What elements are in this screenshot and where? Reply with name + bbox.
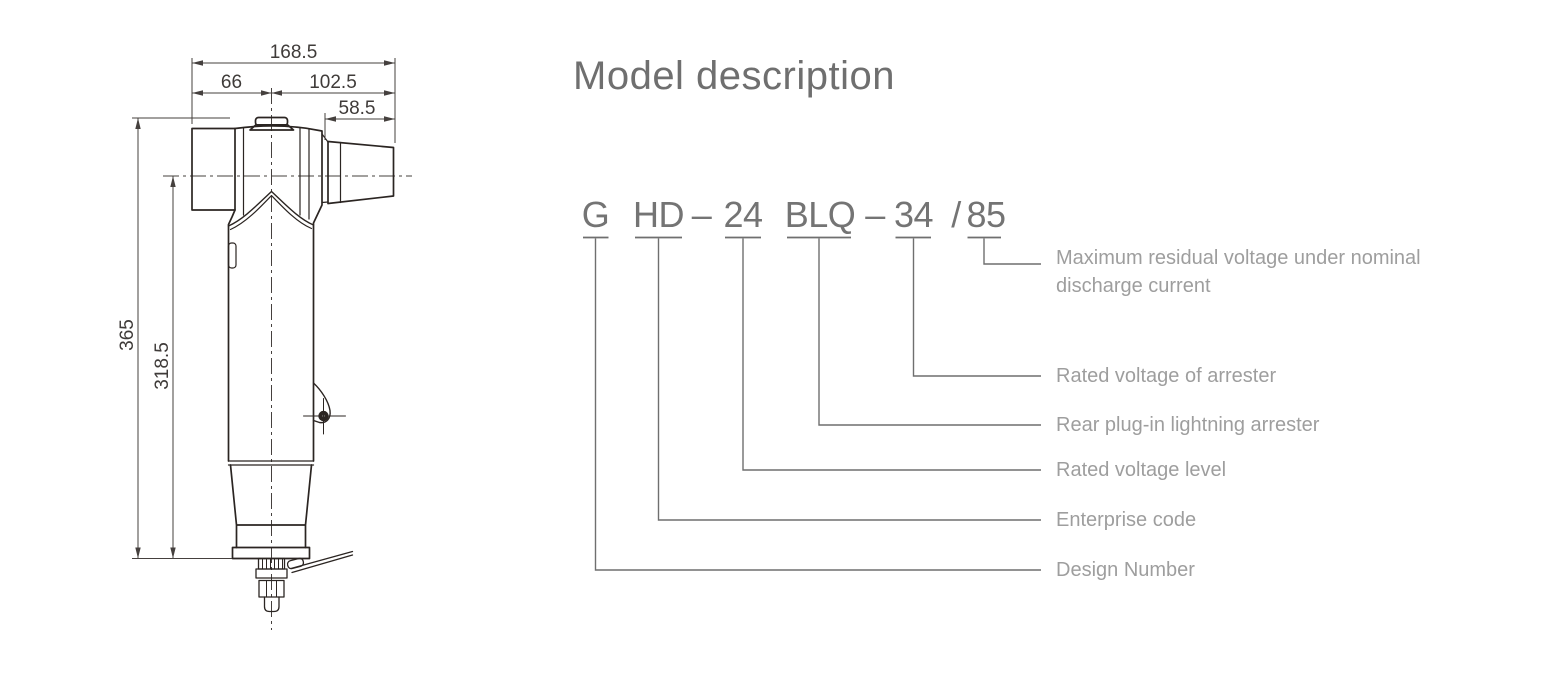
model-code-dash-2: – (865, 194, 885, 235)
leader-design-number (594, 238, 1041, 571)
ground-tab (303, 382, 346, 435)
model-code-segment-design: G (581, 194, 610, 235)
description-design-number: Design Number (1056, 559, 1195, 581)
head-left-block (191, 127, 236, 211)
bushing-cone (321, 133, 395, 205)
description-enterprise-code: Enterprise code (1056, 509, 1197, 531)
leader-max-residual (983, 238, 1041, 265)
description-max-residual-voltage: Maximum residual voltage under nominal d… (1056, 247, 1421, 297)
model-code-segment-enterprise: HD (633, 194, 685, 235)
dim-bushing-length: 58.5 (339, 98, 376, 119)
bottom-stud (255, 557, 288, 613)
ground-strap (286, 550, 354, 574)
dim-head-left-width: 66 (221, 72, 242, 93)
leader-lines (594, 238, 1041, 571)
page-title: Model description (573, 54, 895, 98)
dim-overall-height: 365 (117, 319, 138, 351)
dim-overall-width: 168.5 (270, 42, 318, 63)
model-code-segment-rated-voltage: 34 (893, 194, 934, 235)
description-rated-voltage-level: Rated voltage level (1056, 459, 1227, 481)
leader-rear-plug-in (818, 238, 1041, 426)
model-code-segment-residual-voltage: 85 (966, 194, 1006, 235)
dim-body-height: 318.5 (152, 342, 173, 390)
leader-rated-voltage-arrester (912, 238, 1041, 377)
model-code-slash: / (951, 194, 961, 235)
model-code-dash-1: – (691, 194, 712, 235)
dimension-arrows (135, 60, 395, 559)
model-code-segment-voltage-level: 24 (723, 194, 763, 235)
leader-rated-voltage-level (742, 238, 1041, 471)
leader-enterprise-code (657, 238, 1041, 521)
description-rear-plug-in-arrester: Rear plug-in lightning arrester (1056, 414, 1320, 436)
head-body (227, 125, 323, 462)
latch-detail (227, 242, 237, 269)
centerlines (163, 88, 412, 630)
arrester-outline (191, 116, 395, 613)
dimension-texts: 168.5 66 102.5 58.5 365 318.5 (117, 42, 375, 390)
dim-head-right-width: 102.5 (309, 72, 357, 93)
description-rated-voltage-arrester: Rated voltage of arrester (1056, 365, 1277, 387)
model-code-segment-type: BLQ (784, 194, 856, 235)
dimension-lines (132, 58, 396, 559)
